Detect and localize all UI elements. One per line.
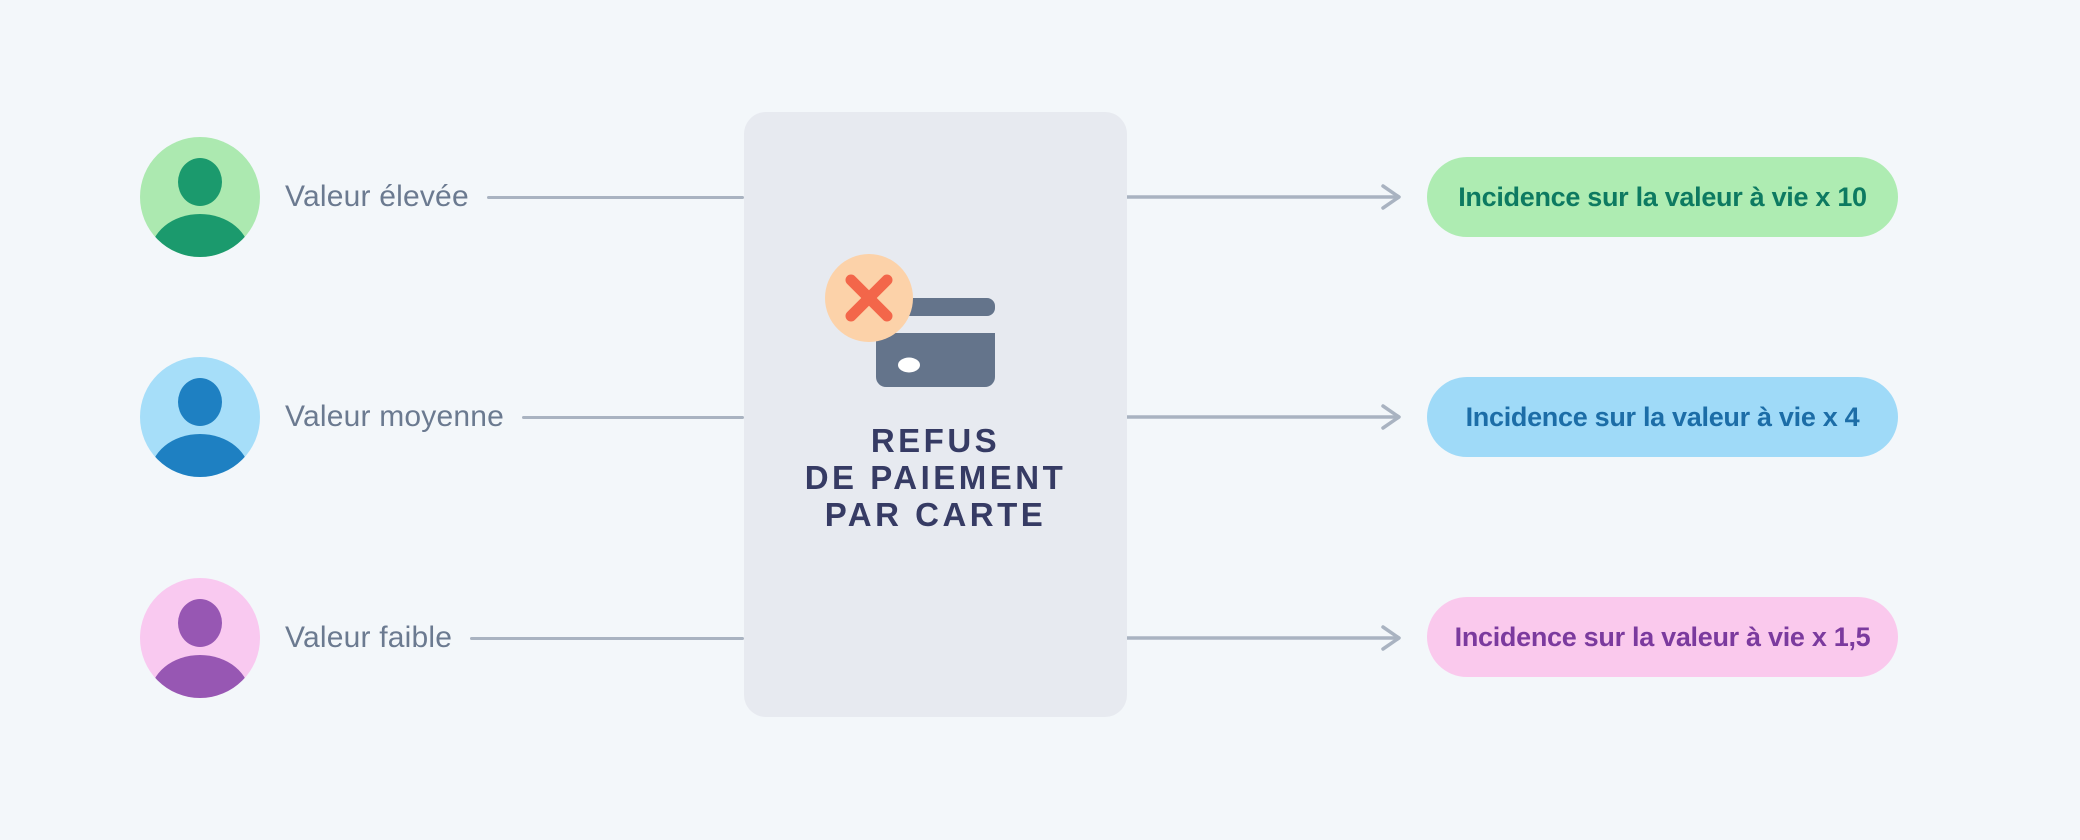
row-medium-value: Valeur moyenne	[140, 357, 744, 477]
avatar-high-value	[140, 137, 260, 257]
x-badge-icon	[825, 254, 913, 342]
card-title: REFUS DE PAIEMENT PAR CARTE	[744, 422, 1127, 533]
person-icon	[140, 137, 260, 257]
arrow-icon	[1127, 616, 1417, 660]
declined-credit-card-icon	[825, 253, 995, 387]
label-high-value: Valeur élevée	[285, 180, 469, 213]
connector-line	[470, 636, 744, 640]
avatar-medium-value	[140, 357, 260, 477]
connector-line	[522, 415, 744, 419]
center-card: REFUS DE PAIEMENT PAR CARTE	[744, 112, 1127, 717]
row-low-value: Valeur faible	[140, 578, 744, 698]
person-icon	[140, 578, 260, 698]
avatar-low-value	[140, 578, 260, 698]
row-high-value: Valeur élevée	[140, 137, 744, 257]
card-title-line: PAR CARTE	[824, 496, 1047, 533]
label-low-value: Valeur faible	[285, 621, 453, 654]
connector-line	[486, 195, 744, 199]
arrow-icon	[1127, 175, 1417, 219]
person-icon	[140, 357, 260, 477]
arrow-icon	[1127, 395, 1417, 439]
result-pill-high-value: Incidence sur la valeur à vie x 10	[1427, 157, 1898, 237]
label-medium-value: Valeur moyenne	[285, 400, 505, 433]
result-pill-low-value: Incidence sur la valeur à vie x 1,5	[1427, 597, 1898, 677]
card-title-line: DE PAIEMENT	[804, 459, 1067, 496]
card-title-line: REFUS	[870, 422, 1001, 459]
result-pill-medium-value: Incidence sur la valeur à vie x 4	[1427, 377, 1898, 457]
